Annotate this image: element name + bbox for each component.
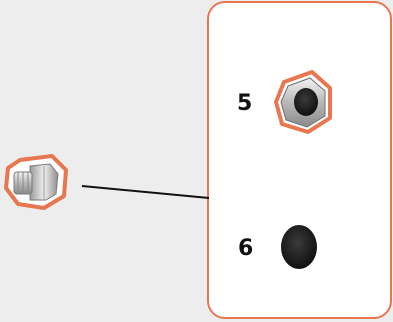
port-label-5: 5 [237,91,253,116]
port-5-hex-nut[interactable] [274,70,332,134]
port-6-hole[interactable] [281,225,317,269]
hex-standoff-part[interactable] [4,154,68,210]
port-5-hole [294,88,318,116]
port-6-hole-shape [281,225,317,269]
connector-line [81,185,210,199]
port-label-6: 6 [238,236,254,261]
